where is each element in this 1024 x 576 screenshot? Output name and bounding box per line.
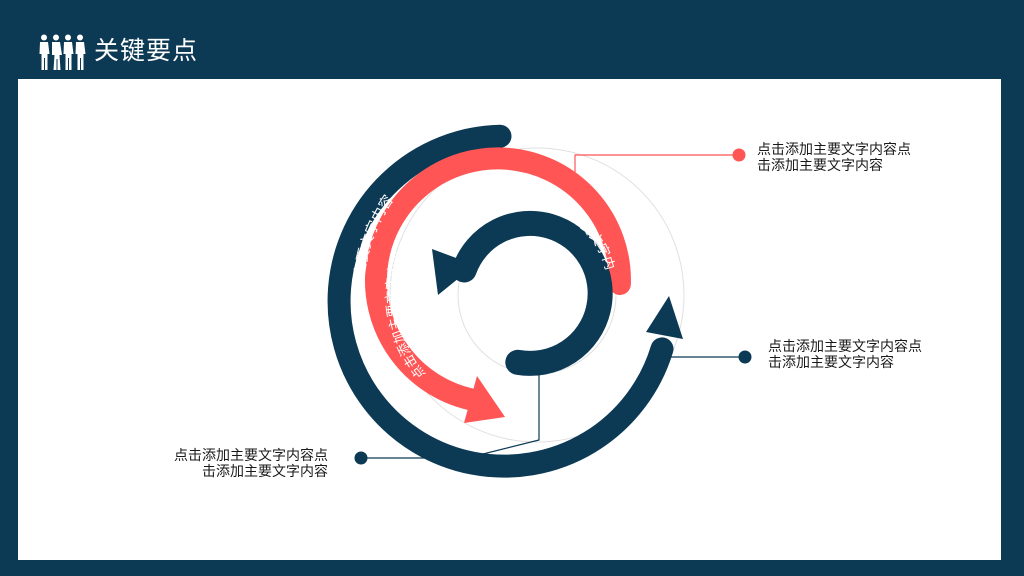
people-silhouettes-icon xyxy=(39,34,86,70)
callout-line: 击添加主要文字内容 xyxy=(768,355,894,371)
callout-mid-right: 点击添加主要文字内容点 击添加主要文字内容 xyxy=(768,339,922,371)
connector-bottom-left xyxy=(361,364,540,459)
header-bar: 关键要点 xyxy=(0,0,1024,78)
connector-top-right xyxy=(574,154,738,189)
content-panel: 点击添加主要文字内容 点击添加主要文字内容 点击添加主要文字内 点击添加主要文字… xyxy=(18,79,1001,560)
page-title: 关键要点 xyxy=(94,36,199,65)
dot-top-right xyxy=(732,148,746,162)
outer-arc xyxy=(327,124,674,478)
middle-arc xyxy=(365,147,631,412)
dot-mid-right xyxy=(738,350,752,364)
callout-line: 点击添加主要文字内容点 xyxy=(768,339,922,355)
callout-line: 击添加主要文字内容 xyxy=(202,464,328,480)
inner-arc-arrowhead xyxy=(432,249,475,295)
callout-top-right: 点击添加主要文字内容点 击添加主要文字内容 xyxy=(757,142,911,174)
dot-bottom-left xyxy=(354,451,368,465)
guide-circle-outer xyxy=(389,147,685,443)
callout-line: 点击添加主要文字内容点 xyxy=(174,448,328,464)
inner-arc xyxy=(451,210,613,376)
callout-bottom-left: 点击添加主要文字内容点 击添加主要文字内容 xyxy=(174,448,328,480)
middle-arc-arrowhead xyxy=(464,376,505,423)
callout-line: 点击添加主要文字内容点 xyxy=(757,142,911,158)
cycle-diagram: 点击添加主要文字内容 点击添加主要文字内容 点击添加主要文字内 xyxy=(327,124,752,478)
outer-arc-arrowhead xyxy=(646,296,683,339)
middle-arc-label: 点击添加主要文字内容 xyxy=(384,249,429,382)
callout-line: 击添加主要文字内容 xyxy=(757,158,883,174)
